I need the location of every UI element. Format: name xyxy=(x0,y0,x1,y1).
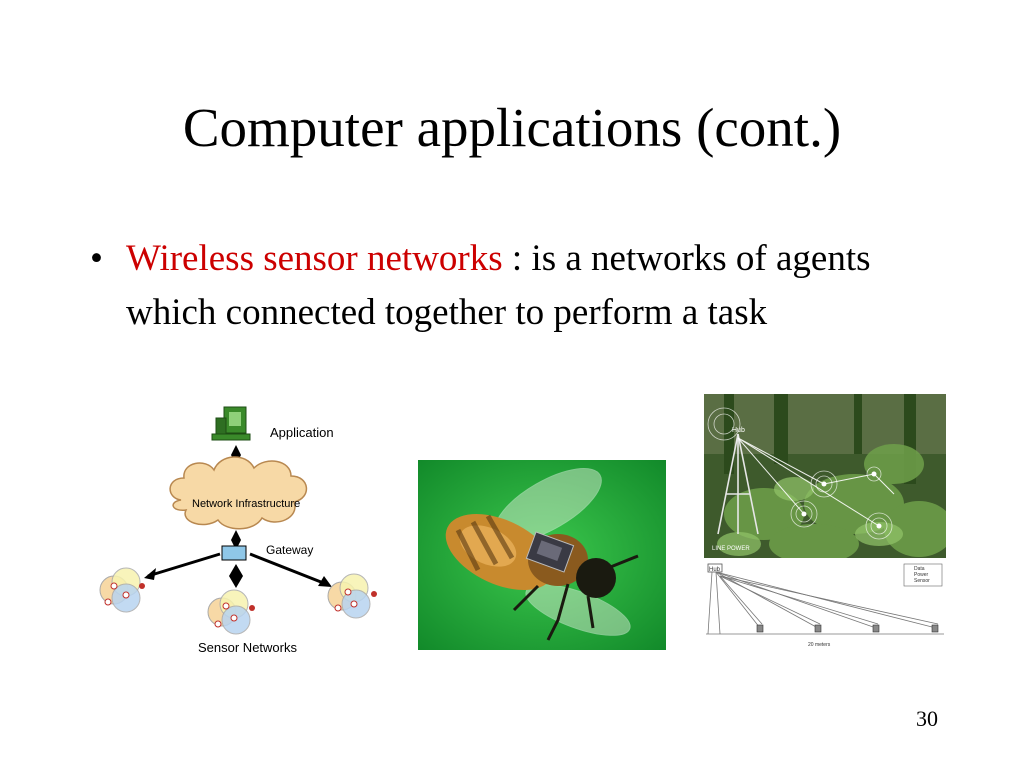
bee-sensor-photo xyxy=(418,460,666,650)
bullet-text: Wireless sensor networks : is a networks… xyxy=(126,232,960,340)
gateway-label: Gateway xyxy=(266,543,313,557)
bullet-highlight: Wireless sensor networks xyxy=(126,238,503,279)
bullet-description: : is a networks of agents which connecte… xyxy=(126,238,871,333)
schematic-hub-label: Hub xyxy=(709,567,721,573)
sensor-cluster-middle xyxy=(207,589,255,635)
hub-tower xyxy=(717,433,759,535)
bullet-item: • Wireless sensor networks : is a networ… xyxy=(90,232,960,340)
wsn-architecture-diagram: Application Network Infrastructure Gatew… xyxy=(86,390,394,660)
sensor-chip xyxy=(525,531,575,573)
forest-deployment-photo: Hub LINE POWER xyxy=(704,394,946,558)
legend-data: Data xyxy=(914,566,925,572)
network-infrastructure-label: Network Infrastructure xyxy=(192,498,300,510)
network-cloud xyxy=(169,456,308,530)
sensor-deployment-schematic: Hub Data Power Sensor 20 meters xyxy=(704,562,946,654)
computer-icon xyxy=(211,406,251,441)
line-power-label: LINE POWER xyxy=(712,546,750,552)
distance-label: 20 meters xyxy=(808,642,831,648)
legend-sensor: Sensor xyxy=(914,578,930,584)
page-number: 30 xyxy=(916,706,938,731)
schematic-legend: Data Power Sensor xyxy=(903,563,943,587)
slide-title: Computer applications (cont.) xyxy=(182,97,842,158)
bullet-dot: • xyxy=(90,238,103,279)
legend-power: Power xyxy=(914,572,929,578)
application-label: Application xyxy=(270,425,334,440)
gateway-icon xyxy=(221,545,247,561)
sensor-cluster-left xyxy=(99,567,145,613)
sensor-networks-label: Sensor Networks xyxy=(198,640,297,655)
sensor-cluster-right xyxy=(327,573,377,619)
